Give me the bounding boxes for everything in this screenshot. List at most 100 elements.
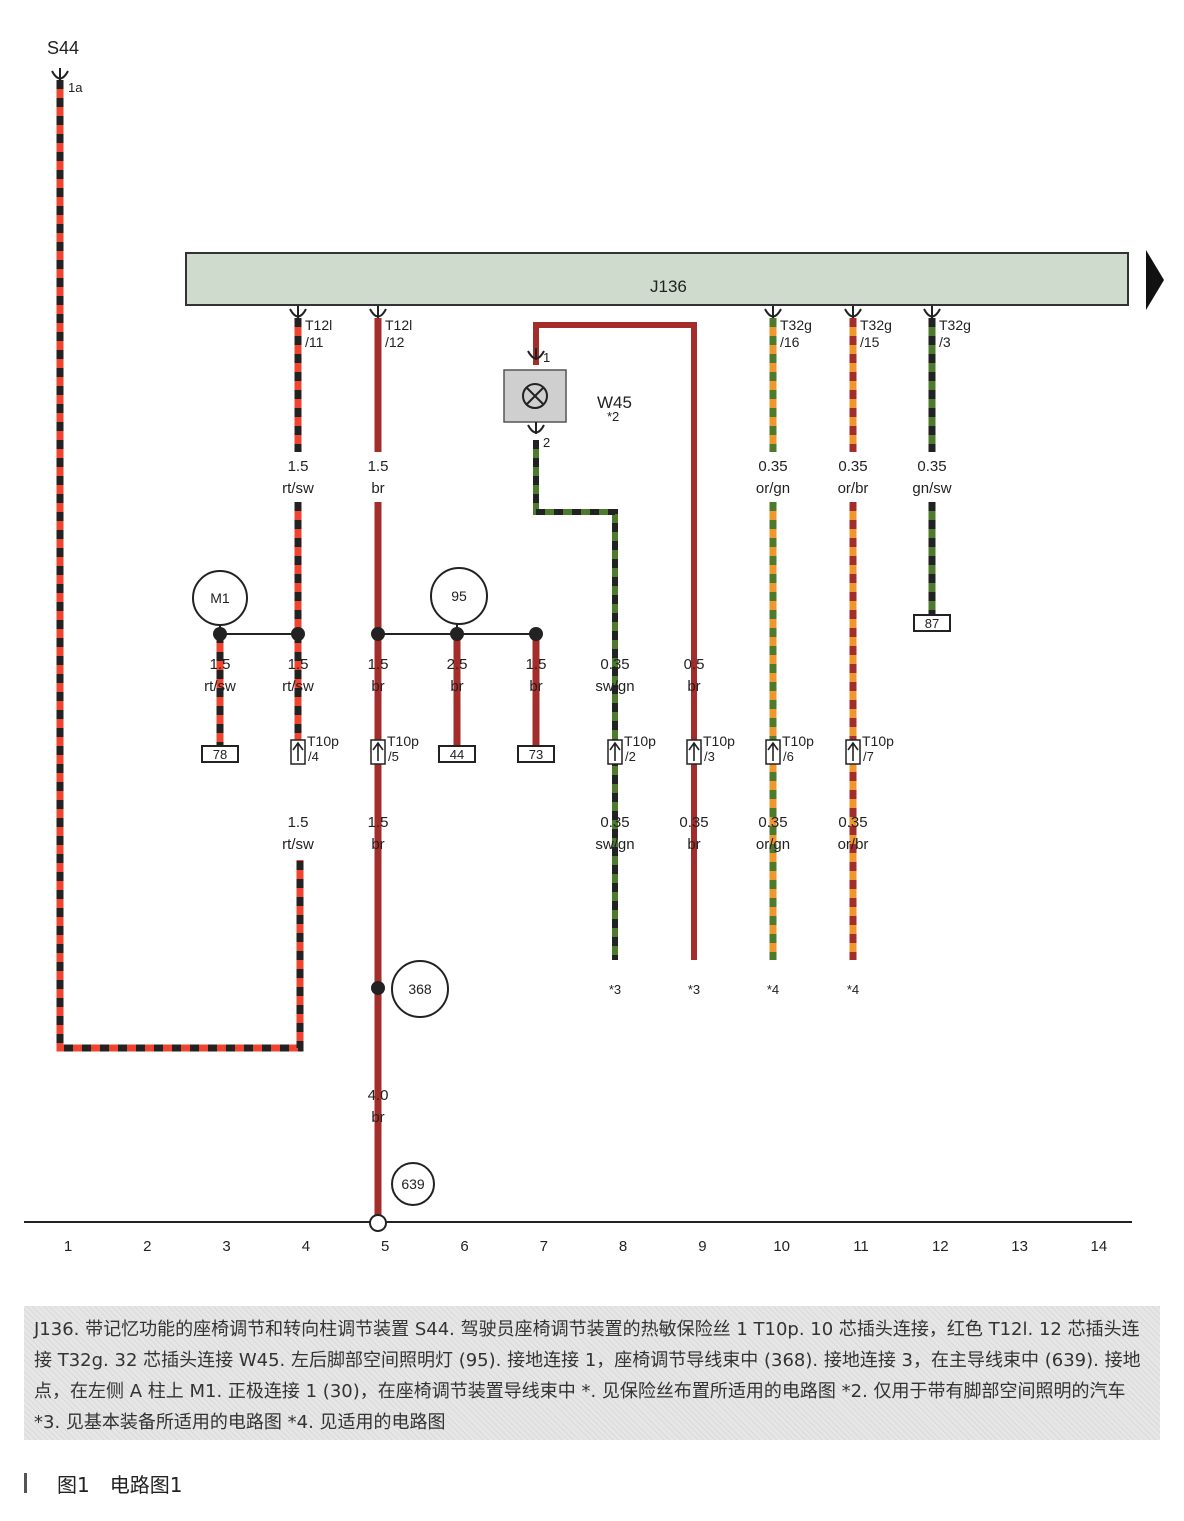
connector-pin-4: /3 — [939, 334, 951, 350]
grid-number-7: 7 — [540, 1238, 548, 1255]
lamp-w45-label: W45 — [597, 393, 632, 412]
wire-lamp-feed — [533, 322, 697, 960]
ref-box-44-label: 44 — [450, 747, 464, 762]
lamp-pin-2: 2 — [543, 435, 550, 450]
wire-label-lower-13-color: br — [371, 836, 384, 853]
ref-box-44 — [438, 745, 476, 763]
wire-label-upper-2-color: or/gn — [756, 480, 790, 497]
title-bar-icon — [24, 1473, 27, 1493]
t10p-connector-3-name: T10p — [703, 733, 735, 749]
circle-95-label: 95 — [451, 588, 467, 604]
t10p-connector-2-arrow-icon — [609, 741, 621, 761]
j136-label: J136 — [650, 277, 687, 296]
t10p-connector-0-arrow-icon — [292, 741, 304, 761]
figure-number: 图1 — [57, 1472, 90, 1497]
connector-name-3: T32g — [860, 317, 892, 333]
t10p-connector-3-arrow-icon — [688, 741, 700, 761]
symbols — [24, 68, 1132, 1232]
wire-label-middle-9-color: br — [529, 678, 542, 695]
connector-name-4: T32g — [939, 317, 971, 333]
figure-caption: J136. 带记忆功能的座椅调节和转向柱调节装置 S44. 驾驶员座椅调节装置的… — [24, 1306, 1160, 1440]
wire-label-upper-1-color: br — [371, 480, 384, 497]
wire-lamp-return — [533, 440, 618, 960]
wire-lamp-feed-base — [533, 322, 697, 960]
wire-label-middle-8-color: br — [450, 678, 463, 695]
wire-lamp-return-stripe — [533, 440, 618, 960]
wire-label-upper-2-size: 0.35 — [758, 458, 787, 475]
wire-label-upper-4-size: 0.35 — [917, 458, 946, 475]
wire-label-upper-3-size: 0.35 — [838, 458, 867, 475]
wires — [56, 80, 936, 1215]
wire-label-middle-10-size: 0.35 — [600, 656, 629, 673]
circuit-diagram: J136 S44 1a W45 *2 1 2 T12l/11T12l/12T32… — [24, 38, 1164, 1255]
wire-label-upper-1-size: 1.5 — [368, 458, 389, 475]
grid-number-3: 3 — [222, 1238, 230, 1255]
fuse-s44-label: S44 — [47, 38, 79, 58]
wire-label-lower-15-size: 0.35 — [679, 814, 708, 831]
wire-label-upper-0-size: 1.5 — [288, 458, 309, 475]
wire-label-lower-17-color: or/br — [838, 836, 869, 853]
wire-label-upper-0-color: rt/sw — [282, 480, 314, 497]
wire-label-middle-11-size: 0.5 — [684, 656, 705, 673]
figure-name: 电路图1 — [109, 1472, 183, 1497]
ref-box-87-label: 87 — [925, 616, 939, 631]
ground-point — [369, 1214, 387, 1232]
t10p-connector-5-pin: /7 — [863, 749, 874, 764]
wire-label-lower-12-color: rt/sw — [282, 836, 314, 853]
wire-label-upper-4-color: gn/sw — [912, 480, 951, 497]
t10p-connector-5-arrow-icon — [847, 741, 859, 761]
lamp-icon — [522, 383, 548, 409]
s44-feed-wire-stripe — [56, 80, 304, 1052]
end-note-0: *3 — [609, 982, 621, 997]
circle-m1-label: M1 — [210, 590, 230, 606]
connector-pin-0: /11 — [305, 334, 324, 350]
splice-m1-1 — [213, 627, 227, 641]
connector-pin-3: /15 — [860, 334, 880, 350]
wire-label-lower-14-color: sw/gn — [595, 836, 634, 853]
wire-label-lower-14-size: 0.35 — [600, 814, 629, 831]
ref-box-78 — [201, 745, 239, 763]
wire-label-middle-5-color: rt/sw — [204, 678, 236, 695]
wire-label-ground-size: 4.0 — [368, 1087, 389, 1104]
j136-bar — [185, 252, 1129, 306]
splice-368 — [371, 981, 385, 995]
wire-label-middle-5-size: 1.5 — [210, 656, 231, 673]
circle-95 — [430, 567, 488, 625]
s44-feed-wire — [56, 80, 304, 1052]
connector-name-2: T32g — [780, 317, 812, 333]
wire-label-middle-6-color: rt/sw — [282, 678, 314, 695]
ref-box-73 — [517, 745, 555, 763]
wire-label-middle-10-color: sw/gn — [595, 678, 634, 695]
ref-box-78-label: 78 — [213, 747, 227, 762]
wire-label-lower-16-color: or/gn — [756, 836, 790, 853]
grid-number-6: 6 — [460, 1238, 468, 1255]
end-note-3: *4 — [847, 982, 859, 997]
wire-label-ground-color: br — [371, 1109, 384, 1126]
s44-feed-wire-base — [56, 80, 304, 1052]
wire-label-upper-3-color: or/br — [838, 480, 869, 497]
connector-pin-1: /12 — [385, 334, 405, 350]
circle-m1 — [192, 570, 248, 626]
fuse-s44-pin: 1a — [68, 80, 83, 95]
wire-label-middle-9-size: 1.5 — [526, 656, 547, 673]
splice-m1-2 — [291, 627, 305, 641]
wire-label-lower-17-size: 0.35 — [838, 814, 867, 831]
grid-number-4: 4 — [302, 1238, 310, 1255]
circle-368 — [391, 960, 449, 1018]
wire-label-middle-11-color: br — [687, 678, 700, 695]
wire-label-lower-15-color: br — [687, 836, 700, 853]
wire-label-middle-6-size: 1.5 — [288, 656, 309, 673]
grid-number-5: 5 — [381, 1238, 389, 1255]
wire-lamp-return-base — [533, 440, 618, 960]
grid-number-14: 14 — [1091, 1238, 1108, 1255]
continuation-arrow-icon — [1146, 250, 1164, 310]
grid-number-9: 9 — [698, 1238, 706, 1255]
connector-pin-2: /16 — [780, 334, 800, 350]
t10p-connector-1-name: T10p — [387, 733, 419, 749]
t10p-connector-0-name: T10p — [307, 733, 339, 749]
ref-box-87 — [913, 614, 951, 632]
wire-label-lower-13-size: 1.5 — [368, 814, 389, 831]
splice-95-1 — [371, 627, 385, 641]
t10p-connector-5-name: T10p — [862, 733, 894, 749]
t10p-connector-4-name: T10p — [782, 733, 814, 749]
